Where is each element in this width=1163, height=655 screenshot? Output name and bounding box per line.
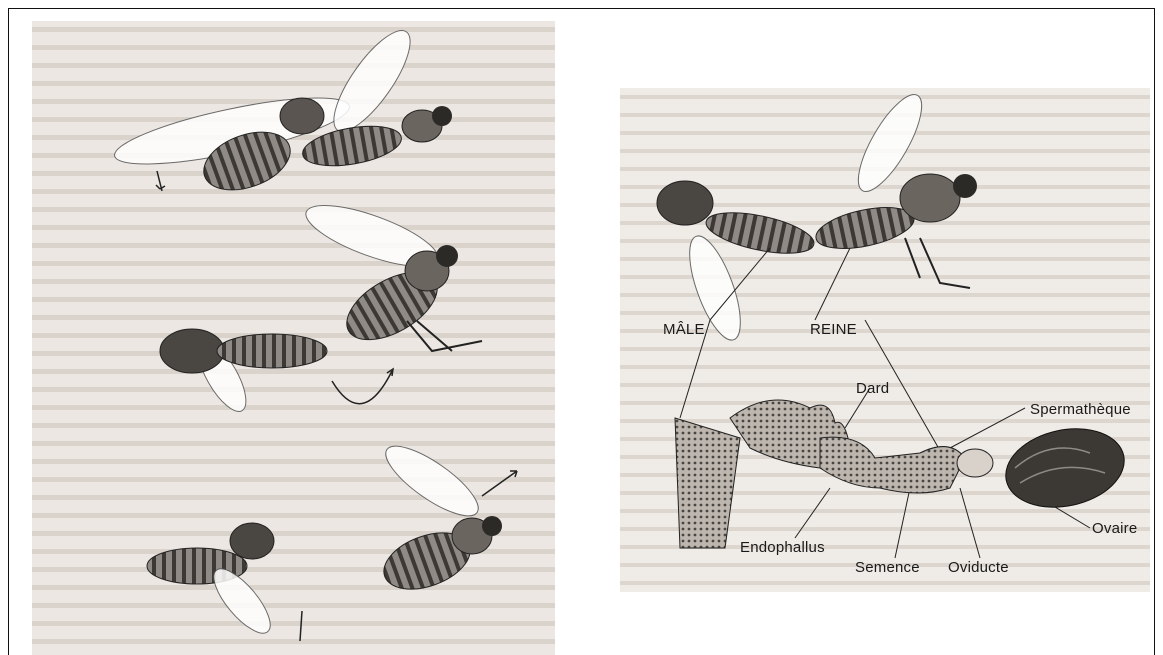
mating-sequence-illustration [32,21,555,655]
mating-sequence-drawing [32,21,555,655]
label-semen: Semence [855,559,920,576]
label-spermatheca: Spermathèque [1030,401,1131,418]
label-oviduct: Oviducte [948,559,1009,576]
mating-anatomy-drawing [620,88,1150,592]
label-male: MÂLE [663,321,705,338]
label-endophallus: Endophallus [740,539,825,556]
mating-anatomy-illustration: MÂLE REINE Dard Spermathèque Ovaire Endo… [620,88,1150,592]
label-ovary: Ovaire [1092,520,1137,537]
label-queen: REINE [810,321,857,338]
label-sting: Dard [856,380,889,397]
